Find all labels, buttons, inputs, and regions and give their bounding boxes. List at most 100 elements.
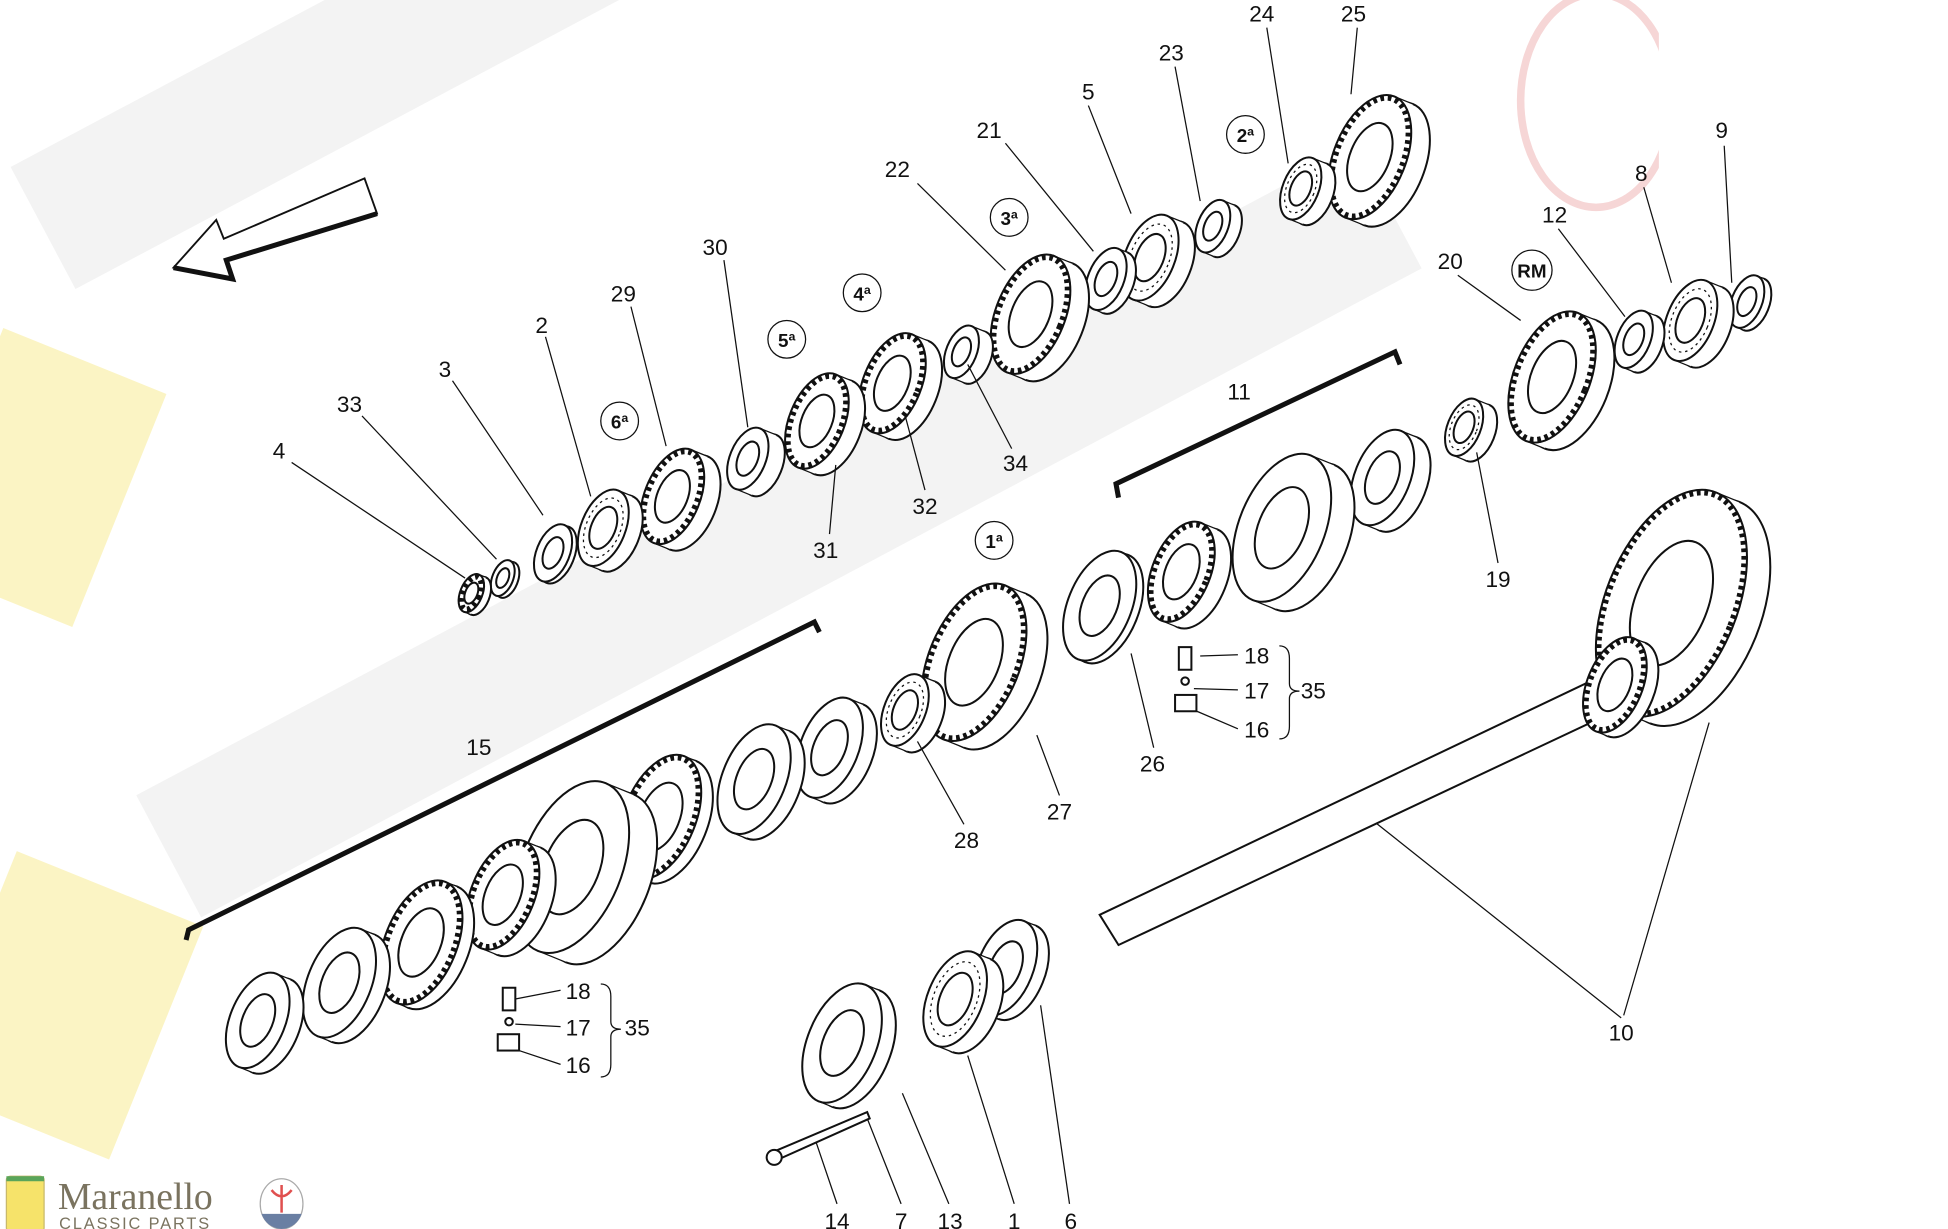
callout-26: 26 xyxy=(1140,752,1165,777)
svg-text:6ª: 6ª xyxy=(611,412,628,433)
gear-label-3rd: 3ª xyxy=(989,197,1029,237)
synchro-cone-11 xyxy=(1146,520,1233,630)
callout-18: 18 xyxy=(566,979,591,1004)
ring-3 xyxy=(532,523,578,585)
svg-text:3ª: 3ª xyxy=(1000,208,1017,229)
brace-35-upper xyxy=(1279,645,1300,740)
callout-17: 17 xyxy=(566,1015,591,1040)
gear-label-5th: 5ª xyxy=(767,319,807,359)
spring-18 xyxy=(1177,646,1193,671)
svg-text:RM: RM xyxy=(1517,261,1546,282)
watermark-band xyxy=(136,146,1422,918)
svg-text:2ª: 2ª xyxy=(1237,125,1254,146)
callout-31: 31 xyxy=(813,538,838,563)
gear-labels: 6ª 5ª 4ª 3ª 2ª RM 1ª xyxy=(600,114,1553,560)
synchro-ring-11 xyxy=(1349,428,1432,533)
ball-17 xyxy=(504,1016,514,1027)
synchro-hub-11 xyxy=(1231,452,1356,613)
watermark-band xyxy=(10,0,1075,290)
callout-21: 21 xyxy=(977,118,1002,143)
needle-bearing-28 xyxy=(880,673,947,754)
callout-14: 14 xyxy=(824,1209,849,1229)
ring-21 xyxy=(1084,246,1137,315)
fourth-gear-32 xyxy=(857,332,944,442)
bolt-head xyxy=(765,1148,783,1166)
pinion-10 xyxy=(1582,636,1660,739)
callout-34: 34 xyxy=(1003,451,1028,476)
callout-12: 12 xyxy=(1542,202,1567,227)
ferrari-watermark-shape xyxy=(0,328,167,627)
output-shaft xyxy=(1098,677,1617,947)
gear-label-2nd: 2ª xyxy=(1225,114,1265,154)
callout-10: 10 xyxy=(1609,1021,1634,1046)
logo-tagline: CLASSIC PARTS xyxy=(59,1215,211,1229)
callout-20: 20 xyxy=(1438,249,1463,274)
callout-16: 16 xyxy=(1244,718,1269,743)
callout-35: 35 xyxy=(1301,679,1326,704)
pad-16 xyxy=(496,1033,521,1052)
bolt-14 xyxy=(767,1110,871,1164)
svg-text:5ª: 5ª xyxy=(778,330,795,351)
gear-label-6th: 6ª xyxy=(600,401,640,441)
callout-18: 18 xyxy=(1244,644,1269,669)
housing-7 xyxy=(801,982,897,1110)
callout-3: 3 xyxy=(439,357,452,382)
svg-text:4ª: 4ª xyxy=(853,283,870,304)
callout-24: 24 xyxy=(1249,1,1274,26)
callout-2: 2 xyxy=(535,313,548,338)
spacer-12 xyxy=(1613,309,1666,374)
callout-1: 1 xyxy=(1008,1209,1021,1229)
synchro-ring-15 xyxy=(795,696,878,805)
spacer-30 xyxy=(726,426,786,498)
synchro-ring-15 xyxy=(301,926,391,1045)
callout-15: 15 xyxy=(466,735,491,760)
fifth-gear-31 xyxy=(784,372,867,477)
gear-label-4th: 4ª xyxy=(842,273,882,313)
gear-label-reverse: RM xyxy=(1511,249,1553,291)
bearing-8 xyxy=(1662,278,1735,369)
callout-27: 27 xyxy=(1047,799,1072,824)
synchro-ring-15 xyxy=(224,971,305,1075)
ferrari-watermark-shape xyxy=(0,851,204,1160)
callout-11: 11 xyxy=(1227,380,1250,405)
bracket-15 xyxy=(183,618,822,941)
callout-35: 35 xyxy=(625,1015,650,1040)
bearing-1 xyxy=(922,950,1005,1055)
sixth-gear-29 xyxy=(639,447,722,552)
callout-17: 17 xyxy=(1244,679,1269,704)
logo-name: Maranello xyxy=(58,1176,213,1218)
callout-13: 13 xyxy=(938,1209,963,1229)
thrust-disk-26 xyxy=(1062,549,1145,665)
needle-bearing-24 xyxy=(1279,156,1337,227)
ferrari-badge-icon xyxy=(5,1175,45,1229)
gear-label-1st: 1ª xyxy=(974,520,1014,560)
arrow-shadow xyxy=(173,211,378,283)
brace-35-lower xyxy=(600,983,621,1078)
maserati-watermark-shape xyxy=(1516,0,1676,212)
svg-text:1ª: 1ª xyxy=(985,531,1002,552)
needle-bearing-19 xyxy=(1444,397,1499,463)
callout-4: 4 xyxy=(273,439,286,464)
callout-22: 22 xyxy=(885,157,910,182)
callout-23: 23 xyxy=(1159,40,1184,65)
leader-lines xyxy=(291,27,1733,1205)
callout-28: 28 xyxy=(954,828,979,853)
callout-8: 8 xyxy=(1635,161,1648,186)
washer-33 xyxy=(489,559,521,599)
callout-9: 9 xyxy=(1715,118,1728,143)
callouts: 4 33 3 2 29 30 31 32 34 22 21 5 23 24 25… xyxy=(273,1,1728,1229)
pad-16 xyxy=(1174,693,1198,713)
bearing-2 xyxy=(576,488,644,573)
callout-19: 19 xyxy=(1485,567,1510,592)
callout-5: 5 xyxy=(1082,79,1095,104)
callout-6: 6 xyxy=(1064,1209,1077,1229)
callout-30: 30 xyxy=(703,235,728,260)
reverse-gear-20 xyxy=(1507,310,1616,452)
spring-18 xyxy=(501,986,517,1012)
third-gear-22 xyxy=(989,253,1090,383)
brand-logo: Maranello CLASSIC PARTS xyxy=(5,1175,304,1229)
seal-9 xyxy=(1728,274,1773,332)
synchro-sleeve-15 xyxy=(513,780,659,966)
callout-25: 25 xyxy=(1341,1,1366,26)
